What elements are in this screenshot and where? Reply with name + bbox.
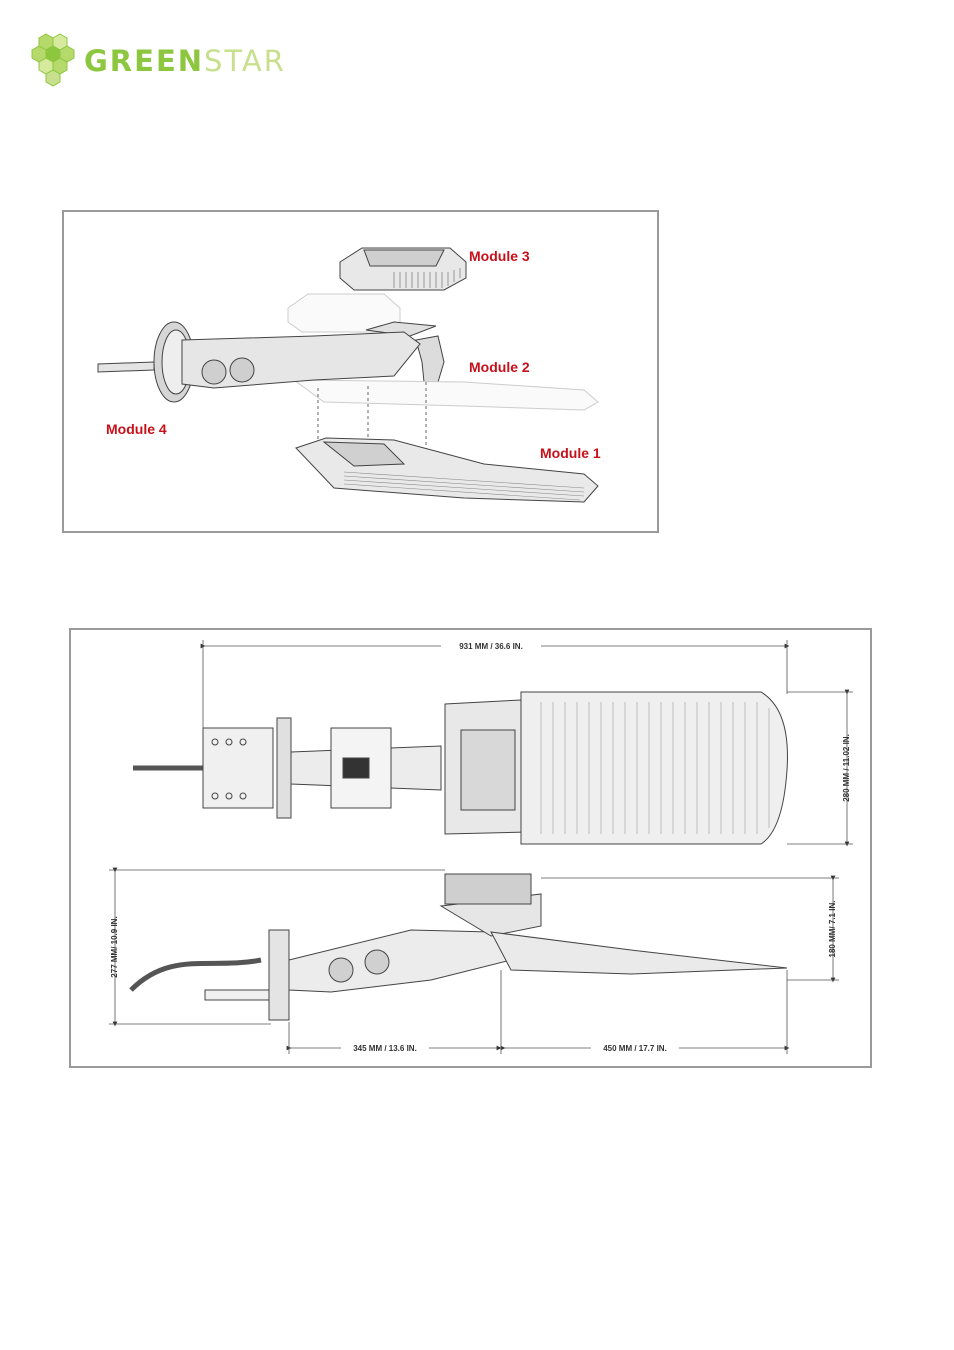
dim-height-total: 277 MM/ 10.9 IN. xyxy=(110,916,119,977)
brand-name-part1: GREEN xyxy=(84,44,204,78)
brand-logo: GREENSTAR xyxy=(26,30,286,90)
dim-total-length: 931 MM / 36.6 IN. xyxy=(459,642,523,651)
dim-head-length: 450 MM / 17.7 IN. xyxy=(603,1044,667,1053)
dimension-drawing-panel: 931 MM / 36.6 IN. 280 MM / 11.02 IN. 277… xyxy=(69,628,872,1068)
dim-width: 280 MM / 11.02 IN. xyxy=(842,734,851,802)
exploded-view-panel: Module 3 Module 2 Module 4 Module 1 xyxy=(62,210,659,533)
module-1-label: Module 1 xyxy=(540,445,601,461)
module-3-label: Module 3 xyxy=(469,248,530,264)
module-4-label: Module 4 xyxy=(106,421,167,437)
brand-name-part2: STAR xyxy=(204,44,286,78)
dimension-drawing: 931 MM / 36.6 IN. 280 MM / 11.02 IN. 277… xyxy=(71,630,874,1070)
top-view xyxy=(133,692,787,844)
exploded-view-drawing xyxy=(64,212,661,535)
side-view xyxy=(131,874,787,1020)
module-2-label: Module 2 xyxy=(469,359,530,375)
hexagon-cluster-icon xyxy=(26,30,86,90)
brand-name: GREENSTAR xyxy=(84,44,286,78)
dim-height-head: 180 MM/ 7.1 IN. xyxy=(828,901,837,958)
dim-arm-length: 345 MM / 13.6 IN. xyxy=(353,1044,417,1053)
module-3-part xyxy=(340,248,466,290)
